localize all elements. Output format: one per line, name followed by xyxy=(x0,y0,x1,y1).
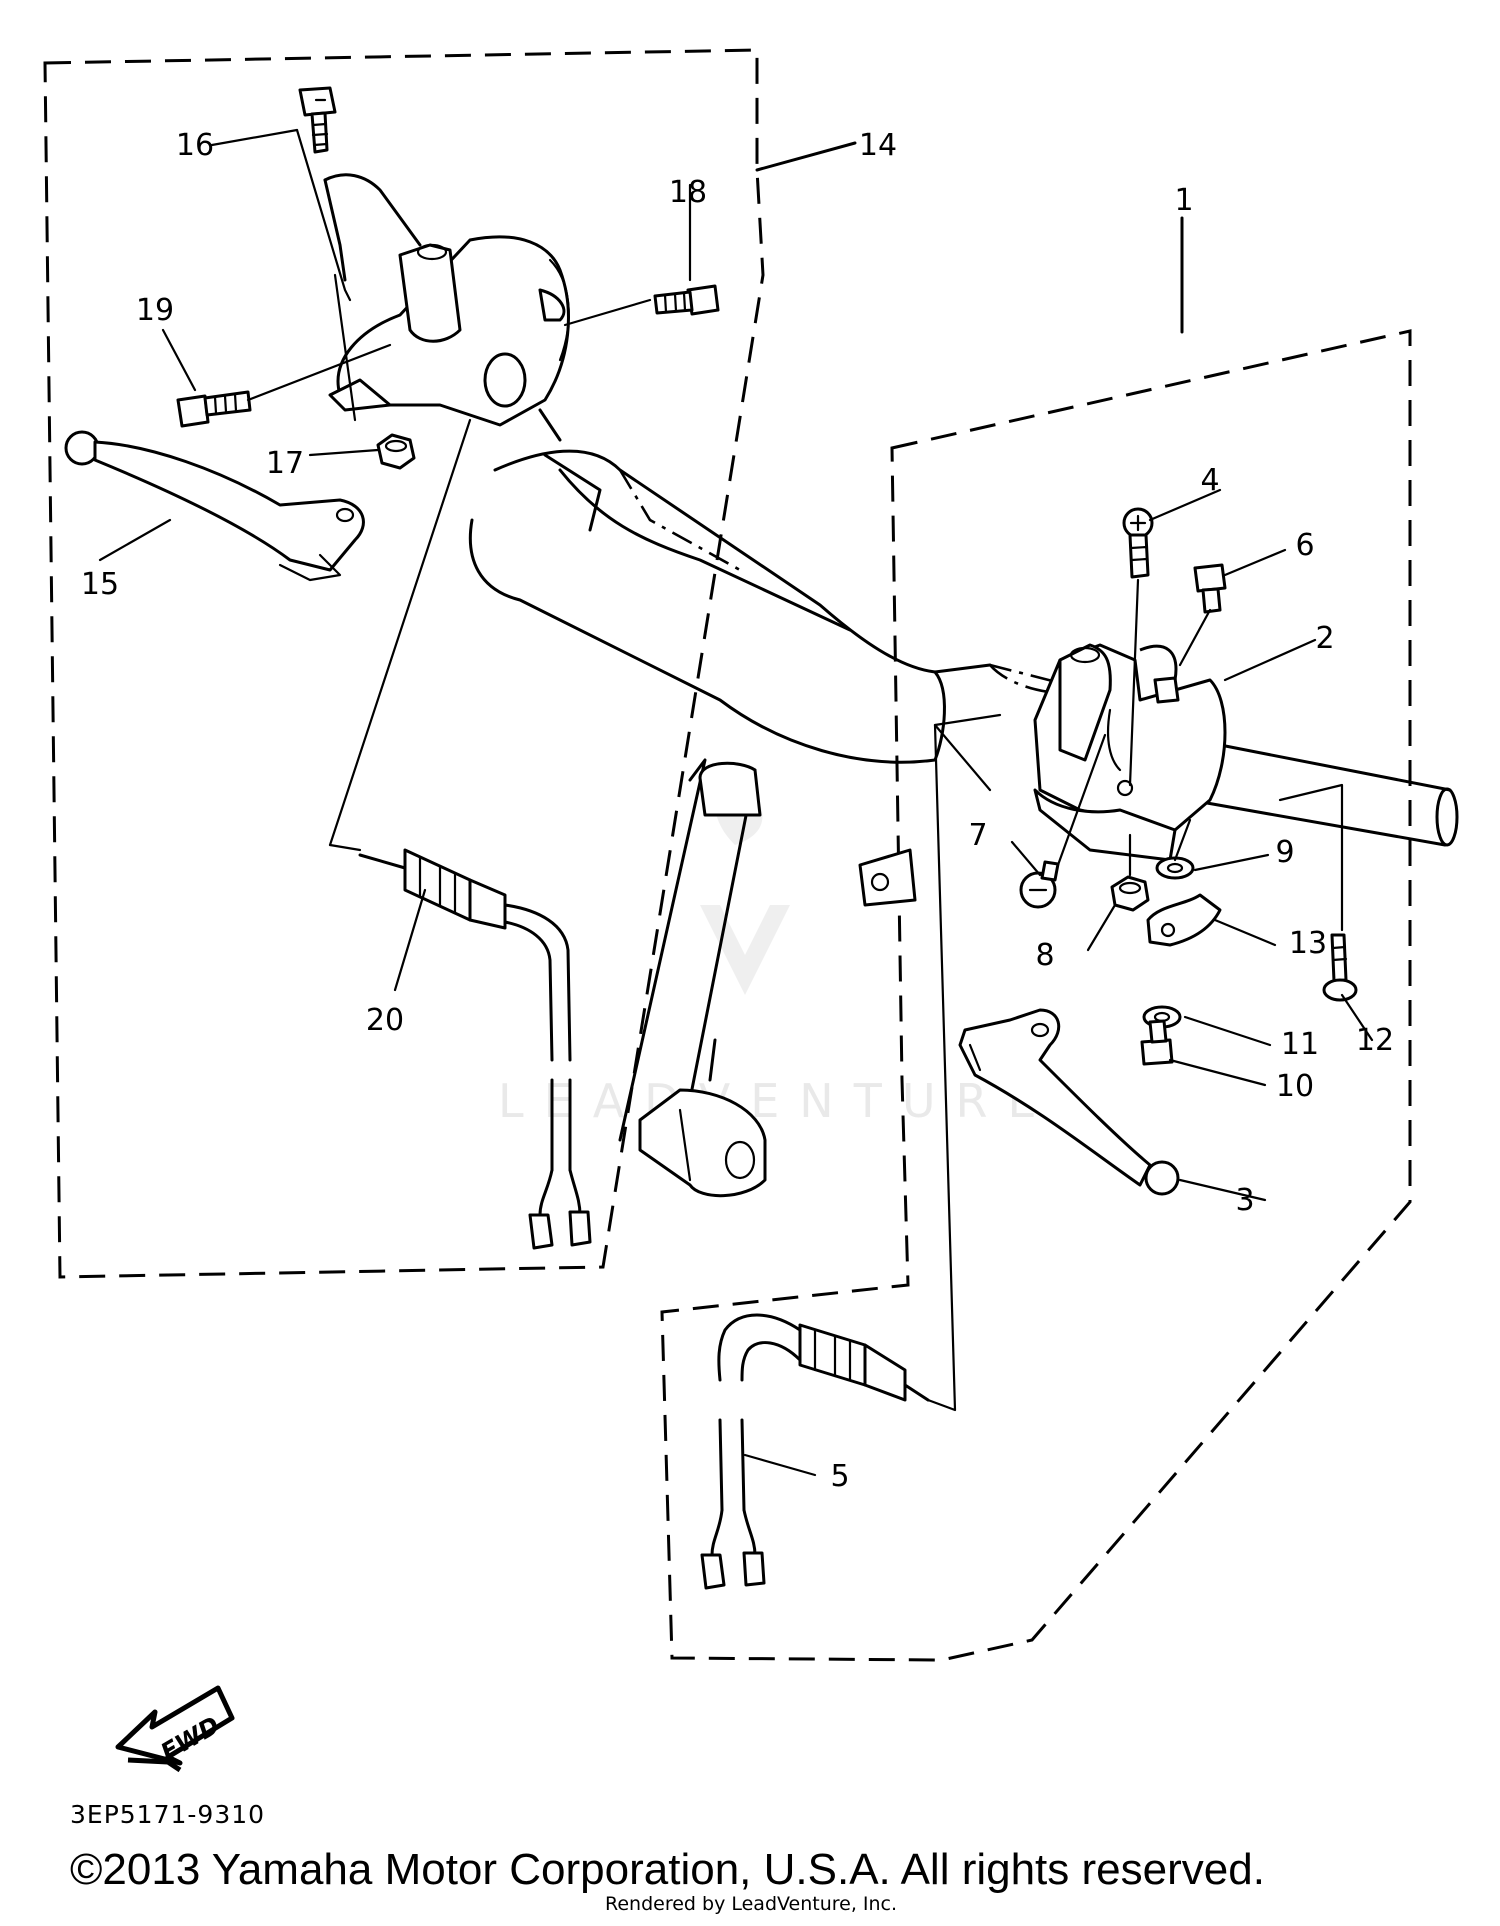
part-20-left-switch xyxy=(358,848,592,1250)
watermark-text: LEADVENTURE xyxy=(498,1074,1057,1128)
callout-4: 4 xyxy=(1200,463,1219,498)
callout-14: 14 xyxy=(859,128,897,163)
left-switch-housing xyxy=(323,173,570,427)
callout-11: 11 xyxy=(1281,1027,1319,1062)
callout-5: 5 xyxy=(830,1459,849,1494)
part-3-right-lever xyxy=(958,1008,1180,1196)
callout-9: 9 xyxy=(1275,835,1294,870)
assembly-14-bracket xyxy=(755,141,857,172)
callout-18: 18 xyxy=(669,175,707,210)
callout-2: 2 xyxy=(1315,621,1334,656)
leader-lines xyxy=(98,128,1374,1477)
part-4-screw xyxy=(1122,507,1154,579)
callout-10: 10 xyxy=(1276,1069,1314,1104)
callout-19: 19 xyxy=(136,293,174,328)
part-19-screw xyxy=(176,390,252,428)
diagram-code: 3EP5171-9310 xyxy=(70,1800,265,1829)
part-5-right-switch xyxy=(700,1313,930,1590)
part-18-screw xyxy=(653,284,720,316)
part-7-screw xyxy=(1019,860,1060,909)
callout-15: 15 xyxy=(81,567,119,602)
part-13-plate xyxy=(1146,893,1222,947)
part-17-nut xyxy=(376,433,416,470)
left-assembly-boundary xyxy=(43,48,765,1279)
callout-17: 17 xyxy=(266,446,304,481)
callout-8: 8 xyxy=(1035,938,1054,973)
part-8-nut xyxy=(1110,875,1150,912)
callout-6: 6 xyxy=(1295,528,1314,563)
fwd-arrow-icon: FWD xyxy=(115,1685,235,1773)
rendered-by-note: Rendered by LeadVenture, Inc. xyxy=(605,1893,898,1915)
part-2-right-switch-housing xyxy=(1033,643,1227,862)
part-15-left-lever xyxy=(64,430,365,582)
copyright-notice: ©2013 Yamaha Motor Corporation, U.S.A. A… xyxy=(70,1845,1265,1894)
handlebar-body xyxy=(468,408,1459,1198)
part-12-screw xyxy=(1322,933,1358,1002)
right-assembly-boundary xyxy=(660,329,1412,1662)
callout-20: 20 xyxy=(366,1003,404,1038)
callout-labels: 1 2 3 4 5 6 7 8 9 10 11 12 13 14 15 16 1… xyxy=(81,128,1394,1494)
part-10-screw xyxy=(1140,1019,1174,1066)
callout-3: 3 xyxy=(1235,1183,1254,1218)
part-6-screw xyxy=(1193,563,1227,614)
callout-1: 1 xyxy=(1174,183,1193,218)
callout-13: 13 xyxy=(1289,926,1327,961)
callout-12: 12 xyxy=(1356,1023,1394,1058)
part-16-screw xyxy=(298,86,337,154)
callout-16: 16 xyxy=(176,128,214,163)
callout-7: 7 xyxy=(968,818,987,853)
